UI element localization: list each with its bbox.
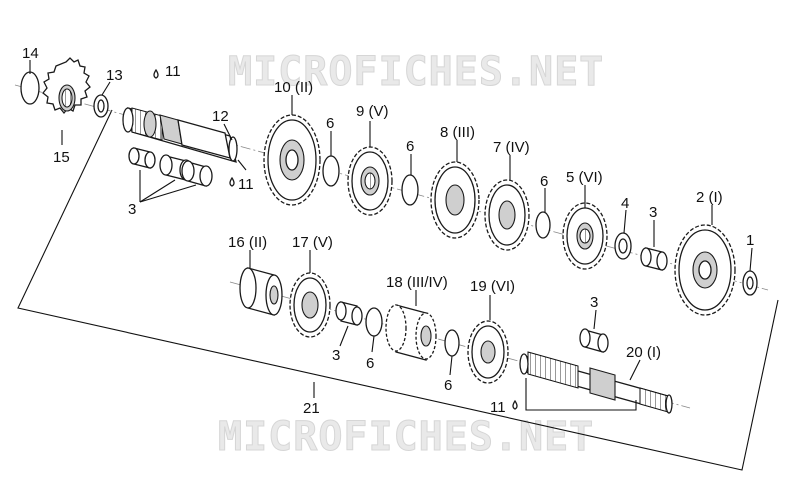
shaft-group-frame — [17, 109, 779, 471]
callout-15: 15 — [53, 149, 70, 166]
circlip-6-a — [322, 155, 340, 187]
needle-bearing-3-f — [579, 328, 609, 353]
circlip-6-c — [535, 211, 551, 239]
callout-11-a: 11 — [165, 63, 181, 80]
callout-19: 19 (VI) — [470, 278, 515, 295]
callout-3-b: 3 — [649, 204, 657, 221]
circlip-14 — [20, 71, 40, 105]
callout-17: 17 (V) — [292, 234, 333, 251]
callout-9: 9 (V) — [356, 103, 389, 120]
leader-lines — [29, 60, 753, 411]
circlip-6-d — [365, 307, 383, 337]
callout-6-c: 6 — [540, 173, 548, 190]
gear-19-sixth — [467, 320, 509, 384]
watermark-top: MICROFICHES.NET — [228, 49, 604, 95]
secondary-shaft-20 — [519, 351, 673, 414]
needle-bearing-3-c — [181, 160, 213, 187]
callout-5: 5 (VI) — [566, 169, 603, 186]
callout-3-d: 3 — [590, 294, 598, 311]
gear-16-second — [239, 267, 283, 316]
needle-bearing-3-a — [128, 147, 156, 169]
callout-1: 1 — [746, 232, 754, 249]
washer-13 — [93, 94, 109, 118]
callout-6-e: 6 — [444, 377, 452, 394]
callout-4: 4 — [621, 195, 629, 212]
callout-labels: 14 13 15 11 12 11 3 10 (II) 6 9 (V) 6 8 … — [22, 45, 754, 417]
callout-8: 8 (III) — [440, 124, 475, 141]
gear-17-fifth — [289, 272, 331, 338]
oil-drop-icon — [512, 399, 518, 410]
gear-8-third — [430, 161, 480, 239]
callout-21: 21 — [303, 400, 320, 417]
callout-6-b: 6 — [406, 138, 414, 155]
callout-18: 18 (III/IV) — [386, 274, 448, 291]
gear-18-third-fourth — [385, 304, 437, 361]
gear-10-second — [263, 114, 321, 206]
washer-4 — [614, 232, 632, 260]
callout-6-a: 6 — [326, 115, 334, 132]
callout-11-b: 11 — [238, 176, 254, 193]
callout-16: 16 (II) — [228, 234, 267, 251]
callout-6-d: 6 — [366, 355, 374, 372]
needle-bearing-3-e — [335, 301, 363, 326]
callout-13: 13 — [106, 67, 123, 84]
callout-12: 12 — [212, 108, 229, 125]
callout-3-c: 3 — [332, 347, 340, 364]
gear-9-fifth — [347, 146, 393, 216]
callout-14: 14 — [22, 45, 39, 62]
gear-2-first — [674, 224, 736, 316]
oil-drop-icon — [229, 176, 235, 187]
needle-bearing-3-d — [640, 247, 668, 271]
primary-shaft-12 — [122, 107, 238, 163]
gear-5-sixth — [562, 202, 608, 270]
circlip-6-e — [444, 329, 460, 357]
callout-7: 7 (IV) — [493, 139, 530, 156]
oil-drop-icon — [153, 68, 159, 79]
callout-2: 2 (I) — [696, 189, 723, 206]
callout-11-c: 11 — [490, 399, 506, 416]
washer-1 — [742, 270, 758, 296]
drive-sprocket-15 — [42, 57, 91, 115]
gear-7-fourth — [484, 179, 530, 251]
circlip-6-b — [401, 174, 419, 206]
callout-3-a: 3 — [128, 201, 136, 218]
callout-10: 10 (II) — [274, 79, 313, 96]
callout-20: 20 (I) — [626, 344, 661, 361]
watermark-bottom: MICROFICHES.NET — [218, 414, 594, 460]
